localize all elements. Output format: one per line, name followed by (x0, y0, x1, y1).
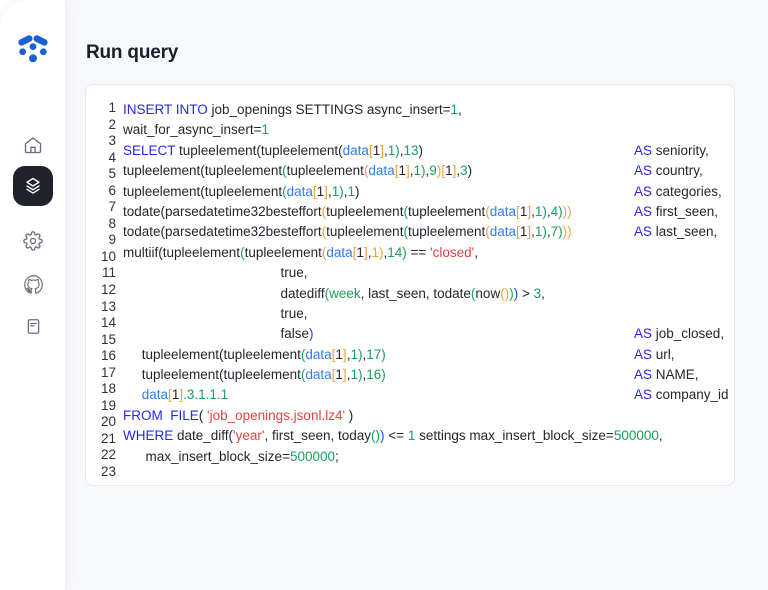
code-line: tupleelement(tupleelement(data[1],1),17)… (123, 345, 724, 365)
line-number: 3 (98, 133, 116, 150)
as-alias: AS country, (634, 161, 703, 181)
code-line: todate(parsedatetime32besteffort(tupleel… (123, 222, 724, 242)
sidebar-item-docs[interactable] (13, 306, 53, 346)
line-number: 14 (98, 315, 116, 332)
line-number: 7 (98, 199, 116, 216)
code-line: tupleelement(tupleelement(tupleelement(d… (123, 161, 724, 181)
line-number: 11 (98, 265, 116, 282)
code-line: true, (123, 304, 724, 324)
as-alias: AS company_id (634, 385, 729, 405)
line-number: 10 (98, 249, 116, 266)
line-number: 12 (98, 282, 116, 299)
logo-icon (15, 32, 51, 64)
code-line: FROM FILE( 'job_openings.jsonl.lz4' ) (123, 406, 724, 426)
sidebar (0, 0, 66, 590)
line-number: 1 (98, 100, 116, 117)
code-line: tupleelement(tupleelement(data[1],1),16)… (123, 365, 724, 385)
line-number: 4 (98, 150, 116, 167)
code-line: WHERE date_diff('year', first_seen, toda… (123, 426, 724, 446)
code-editor[interactable]: 1234567891011121314151617181920212223 IN… (86, 85, 734, 485)
line-number: 22 (98, 447, 116, 464)
code-line: false)AS job_closed, (123, 324, 724, 344)
gutter: 1234567891011121314151617181920212223 (98, 100, 116, 477)
line-number: 15 (98, 332, 116, 349)
sidebar-item-home[interactable] (13, 125, 53, 165)
code-line: max_insert_block_size=500000; (123, 447, 724, 467)
document-icon (24, 317, 43, 336)
line-number: 16 (98, 348, 116, 365)
as-alias: AS categories, (634, 182, 722, 202)
app-logo[interactable] (0, 32, 66, 64)
code-line: todate(parsedatetime32besteffort(tupleel… (123, 202, 724, 222)
line-number: 6 (98, 183, 116, 200)
line-number: 13 (98, 299, 116, 316)
line-number: 20 (98, 414, 116, 431)
sidebar-item-settings[interactable] (13, 221, 53, 261)
line-number: 21 (98, 431, 116, 448)
sidebar-item-github[interactable] (13, 264, 53, 304)
as-alias: AS seniority, (634, 141, 709, 161)
as-alias: AS url, (634, 345, 675, 365)
line-number: 19 (98, 398, 116, 415)
as-alias: AS NAME, (634, 365, 699, 385)
code-line: multiif(tupleelement(tupleelement(data[1… (123, 243, 724, 263)
as-alias: AS job_closed, (634, 324, 724, 344)
sidebar-item-queries[interactable] (13, 166, 53, 206)
code-line: datediff(week, last_seen, todate(now()))… (123, 284, 724, 304)
code-line: INSERT INTO job_openings SETTINGS async_… (123, 100, 724, 120)
github-icon (23, 274, 44, 295)
line-number: 23 (98, 464, 116, 481)
line-number: 2 (98, 117, 116, 134)
code-line: tupleelement(tupleelement(data[1],1),1)A… (123, 182, 724, 202)
gear-icon (23, 231, 43, 251)
line-number: 5 (98, 166, 116, 183)
line-number: 8 (98, 216, 116, 233)
as-alias: AS first_seen, (634, 202, 718, 222)
query-editor-card: 1234567891011121314151617181920212223 IN… (85, 84, 735, 486)
main-content: Run query 123456789101112131415161718192… (66, 0, 768, 590)
code-line: data[1].3.1.1.1AS company_id (123, 385, 724, 405)
as-alias: AS last_seen, (634, 222, 717, 242)
line-number: 17 (98, 365, 116, 382)
code-lines: INSERT INTO job_openings SETTINGS async_… (123, 100, 724, 477)
code-line: true, (123, 263, 724, 283)
code-line: SELECT tupleelement(tupleelement(data[1]… (123, 141, 724, 161)
page-title: Run query (86, 42, 178, 64)
line-number: 18 (98, 381, 116, 398)
home-icon (23, 135, 43, 155)
layers-icon (23, 176, 43, 196)
code-line: wait_for_async_insert=1 (123, 120, 724, 140)
line-number: 9 (98, 232, 116, 249)
